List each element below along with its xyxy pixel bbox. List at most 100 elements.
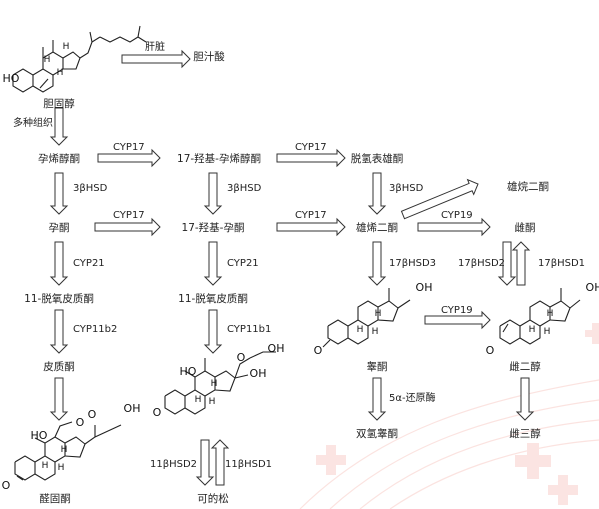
atom-ho-cholesterol: HO — [2, 72, 20, 85]
background-decor — [299, 379, 599, 509]
testosterone-structure — [322, 288, 411, 348]
edge-label-5a-reductase: 5α-还原酶 — [389, 393, 436, 404]
atom-o-cortisol-ketone: O — [236, 351, 246, 364]
edge-label-11bhsd1: 11βHSD1 — [225, 459, 273, 470]
arrow-androstenedione-to-estrone — [417, 217, 491, 237]
node-deoxycorticosterone: 11-脱氧皮质酮 — [24, 293, 94, 305]
arrow-testosterone-to-dht — [367, 377, 387, 421]
atom-h-cortisol-3: H — [208, 397, 216, 407]
edge-label-cyp19-2: CYP19 — [441, 305, 473, 316]
node-bile-acid: 胆汁酸 — [193, 51, 225, 63]
atom-ho-cortisol: HO — [179, 365, 197, 378]
aldosterone-structure — [14, 421, 122, 481]
node-cholesterol: 胆固醇 — [43, 98, 75, 110]
arrow-17oh-pregnenolone-to-17oh-progesterone — [203, 172, 223, 215]
node-estrone: 雌酮 — [514, 222, 536, 234]
node-estriol: 雌三醇 — [509, 428, 541, 440]
atom-h-testosterone-1: H — [374, 309, 382, 319]
atom-h-cholesterol-2: H — [43, 55, 51, 65]
estradiol-structure — [499, 288, 581, 345]
edge-label-17bhsd3: 17βHSD3 — [389, 258, 437, 269]
node-dhea: 脱氢表雄酮 — [350, 153, 404, 165]
arrow-11-deoxycortisol-to-cortisol-structure — [203, 309, 223, 354]
atom-h-testosterone-2: H — [356, 325, 364, 335]
edge-label-cyp17-3: CYP17 — [113, 210, 145, 221]
atom-h-cortisol-2: H — [194, 395, 202, 405]
edge-label-cyp17-4: CYP17 — [295, 210, 327, 221]
edge-label-cyp21-2: CYP21 — [227, 258, 259, 269]
watermark-crosses — [316, 323, 599, 505]
atom-oh-aldosterone: OH — [123, 402, 141, 415]
edge-label-multiple-tissues: 多种组织 — [13, 118, 53, 129]
atom-oh-estradiol: OH — [585, 281, 599, 294]
node-androstenedione: 雄烯二酮 — [356, 222, 398, 234]
edge-label-cyp17-2: CYP17 — [295, 142, 327, 153]
arrow-testosterone-to-estradiol — [424, 310, 491, 330]
atom-h-aldosterone-2: H — [41, 461, 49, 471]
arrows — [49, 49, 535, 486]
arrow-pregnenolone-to-progesterone — [49, 172, 69, 215]
arrow-progesterone-to-deoxycorticosterone — [49, 241, 69, 286]
edge-label-cyp17-1: CYP17 — [113, 142, 145, 153]
arrow-cortisol-structure-to-cortisone — [195, 439, 215, 486]
node-cortisol: 可的松 — [197, 493, 229, 505]
arrow-deoxycorticosterone-to-corticosterone — [49, 309, 69, 354]
arrow-dhea-to-androstenedione — [367, 172, 387, 215]
edge-label-cyp11b1: CYP11b1 — [227, 324, 272, 335]
edge-label-3bhsd-2: 3βHSD — [227, 183, 262, 194]
edge-label-cyp21-1: CYP21 — [73, 258, 105, 269]
edge-label-17bhsd1: 17βHSD1 — [538, 258, 586, 269]
arrow-cholesterol-to-bile-acid — [121, 49, 191, 69]
arrow-estradiol-to-estriol — [515, 377, 535, 421]
edge-label-liver: 肝脏 — [145, 42, 165, 53]
atom-h-estradiol-3: H — [543, 327, 551, 337]
node-corticosterone: 皮质酮 — [43, 361, 75, 373]
atom-o-estradiol: O — [485, 344, 495, 357]
atom-h-cholesterol-1: H — [62, 42, 70, 52]
atom-oh-cortisol-side: OH — [267, 342, 285, 355]
atom-h-aldosterone-3: H — [57, 463, 65, 473]
node-pregnenolone: 孕烯醇酮 — [38, 153, 80, 165]
edge-label-17bhsd2: 17βHSD2 — [458, 258, 506, 269]
node-11-deoxycortisol: 11-脱氧皮质酮 — [178, 293, 248, 305]
node-androstenediol: 雄烷二酮 — [507, 181, 549, 193]
arrow-estradiol-to-estrone — [511, 241, 531, 286]
node-progesterone: 孕酮 — [48, 222, 70, 234]
node-estradiol: 雌二醇 — [509, 361, 541, 373]
arrow-estrone-to-estradiol — [497, 241, 517, 286]
edge-label-cyp19-1: CYP19 — [441, 210, 473, 221]
edge-label-3bhsd-3: 3βHSD — [389, 183, 424, 194]
edge-label-3bhsd-1: 3βHSD — [73, 183, 108, 194]
atom-o-cortisol: O — [152, 406, 162, 419]
edge-label-cyp11b2: CYP11b2 — [73, 324, 118, 335]
atom-h-testosterone-3: H — [371, 327, 379, 337]
arrow-cholesterol-to-pregnenolone — [49, 107, 69, 146]
arrow-17oh-pregnenolone-to-dhea — [276, 148, 346, 168]
atom-o-testosterone: O — [313, 344, 323, 357]
node-aldosterone: 醛固酮 — [39, 493, 71, 505]
node-testosterone: 睾酮 — [366, 361, 388, 373]
atom-h-cortisol-1: H — [210, 379, 218, 389]
arrow-cortisone-to-cortisol-structure — [210, 439, 230, 486]
node-dihydrotestosterone: 双氢睾酮 — [356, 428, 398, 440]
atom-o-aldosterone-aldehyde: O — [75, 416, 85, 429]
cortisol-structure — [164, 351, 276, 415]
edge-label-11bhsd2: 11βHSD2 — [150, 459, 198, 470]
atom-h-aldosterone-1: H — [60, 445, 68, 455]
atom-h-estradiol-1: H — [546, 309, 554, 319]
atom-h-cholesterol-3: H — [56, 68, 64, 78]
node-17oh-progesterone: 17-羟基-孕酮 — [181, 222, 245, 234]
node-17oh-pregnenolone: 17-羟基-孕烯醇酮 — [177, 153, 261, 165]
arrow-17oh-progesterone-to-androstenedione — [276, 217, 346, 237]
arrow-progesterone-to-17oh-progesterone — [94, 217, 161, 237]
arrow-pregnenolone-to-17oh-pregnenolone — [97, 148, 161, 168]
atom-o-aldosterone: O — [1, 479, 11, 492]
atom-oh-cortisol-17: OH — [249, 367, 267, 380]
atom-o-aldosterone-ketone: O — [87, 408, 97, 421]
arrow-androstenedione-to-androstanedione — [400, 178, 479, 220]
arrow-17oh-progesterone-to-11-deoxycortisol — [203, 241, 223, 286]
atom-oh-testosterone: OH — [415, 281, 433, 294]
arrow-androstenedione-to-testosterone — [367, 241, 387, 286]
